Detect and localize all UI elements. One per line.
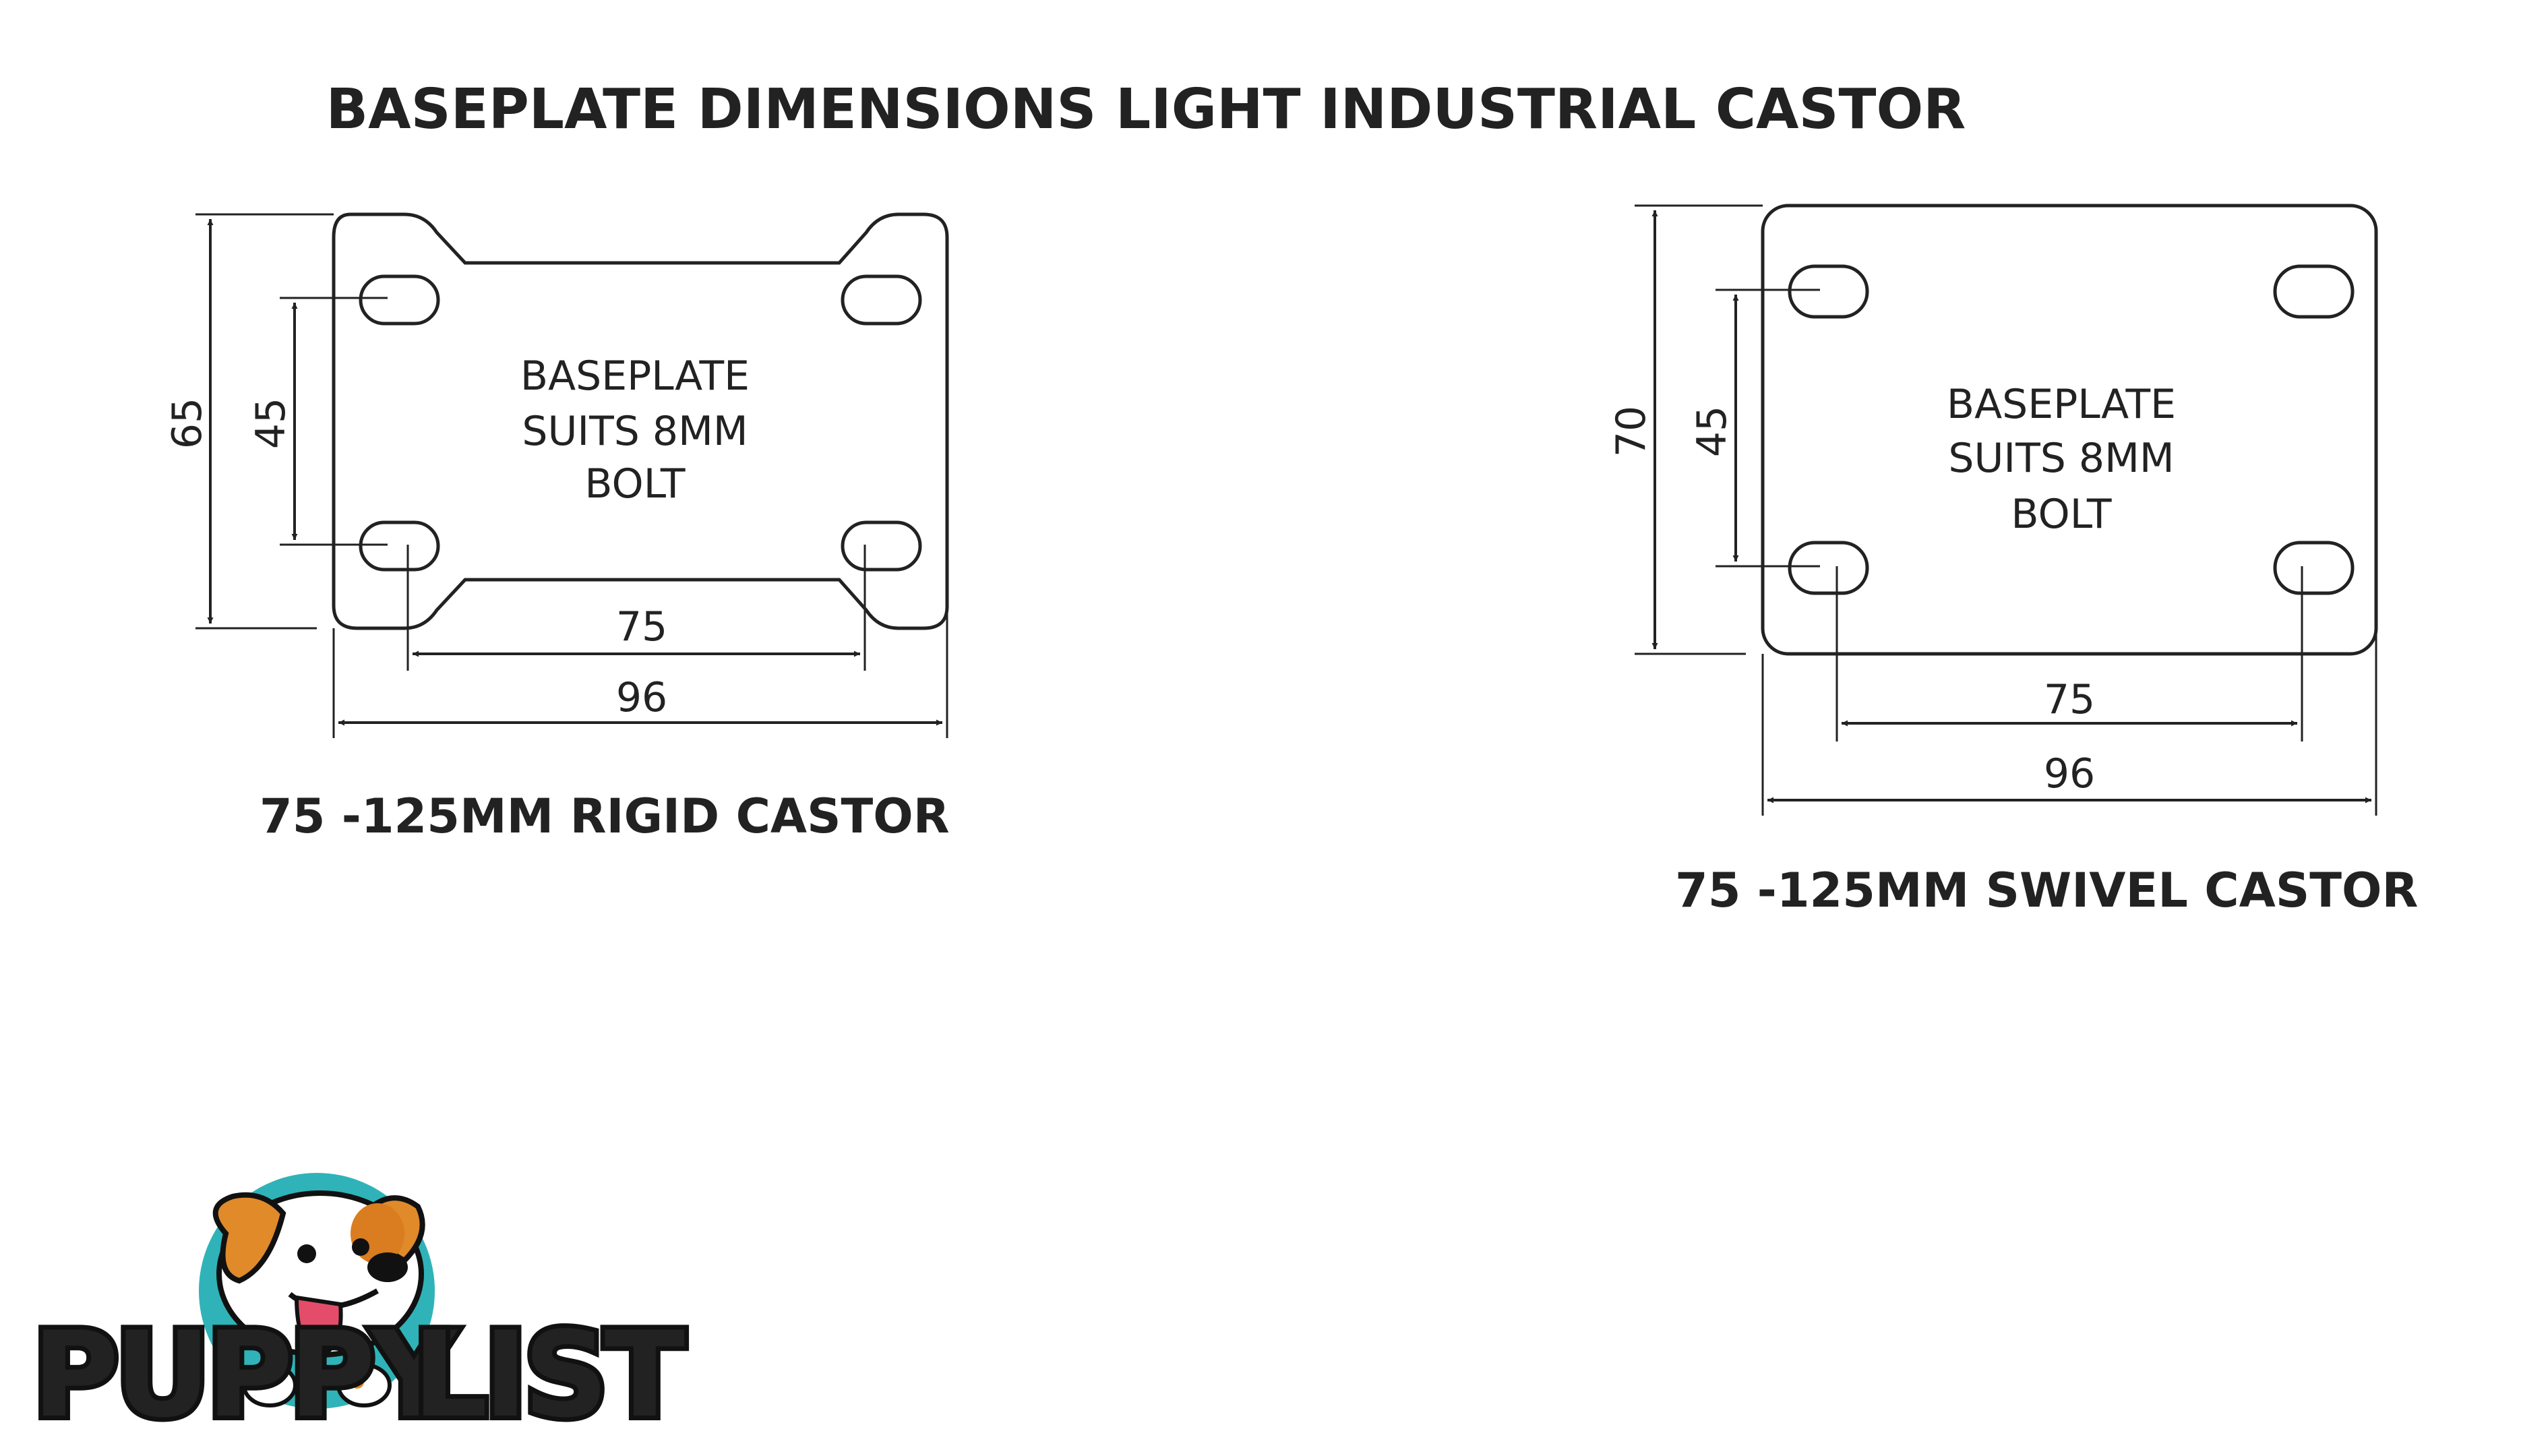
swivel-plate-label-line2: SUITS 8MM	[1948, 435, 2174, 482]
swivel-labels: 70 45 75 96 BASEPLATE SUITS 8MM BOLT	[1608, 381, 2176, 797]
rigid-hole-top-left	[359, 274, 440, 326]
rigid-dim-label-75: 75	[616, 603, 667, 650]
swivel-castor-caption: 75 -125MM SWIVEL CASTOR	[1675, 863, 2419, 918]
logo-text-puppy: PUPPY	[32, 1307, 458, 1444]
puppylist-logo: PUPPY LIST	[28, 1173, 694, 1449]
swivel-hole-top-right	[2273, 264, 2355, 319]
swivel-plate-outline	[1761, 204, 2378, 656]
rigid-dim-label-45: 45	[247, 398, 295, 449]
rigid-hole-bottom-left	[359, 520, 440, 572]
diagram-title: BASEPLATE DIMENSIONS LIGHT INDUSTRIAL CA…	[326, 78, 1966, 142]
rigid-labels: 65 45 75 96 BASEPLATE SUITS 8MM BOLT	[164, 353, 750, 721]
rigid-dim-label-96: 96	[616, 674, 667, 721]
swivel-hole-bottom-right	[2273, 541, 2355, 595]
rigid-castor-drawing	[195, 212, 949, 738]
rigid-plate-label-line1: BASEPLATE	[520, 353, 750, 400]
swivel-dim-label-45: 45	[1689, 406, 1736, 457]
rigid-plate-label-line3: BOLT	[584, 460, 686, 508]
swivel-dim-label-75: 75	[2044, 676, 2095, 723]
swivel-hole-bottom-left	[1788, 541, 1869, 595]
rigid-castor-caption: 75 -125MM RIGID CASTOR	[260, 789, 950, 844]
rigid-hole-bottom-right	[841, 520, 922, 572]
logo-text-list: LIST	[413, 1307, 685, 1444]
dog-mascot-icon	[212, 1190, 425, 1407]
rigid-plate-label-line2: SUITS 8MM	[522, 408, 748, 455]
rigid-hole-top-right	[841, 274, 922, 326]
rigid-plate-outline	[332, 212, 949, 630]
swivel-plate-label-line1: BASEPLATE	[1947, 381, 2176, 428]
swivel-dim-label-70: 70	[1608, 406, 1655, 457]
swivel-hole-top-left	[1788, 264, 1869, 319]
swivel-dim-label-96: 96	[2044, 750, 2095, 797]
swivel-castor-drawing	[1635, 204, 2378, 816]
rigid-dim-label-65: 65	[164, 398, 211, 449]
swivel-plate-label-line3: BOLT	[2011, 491, 2112, 538]
